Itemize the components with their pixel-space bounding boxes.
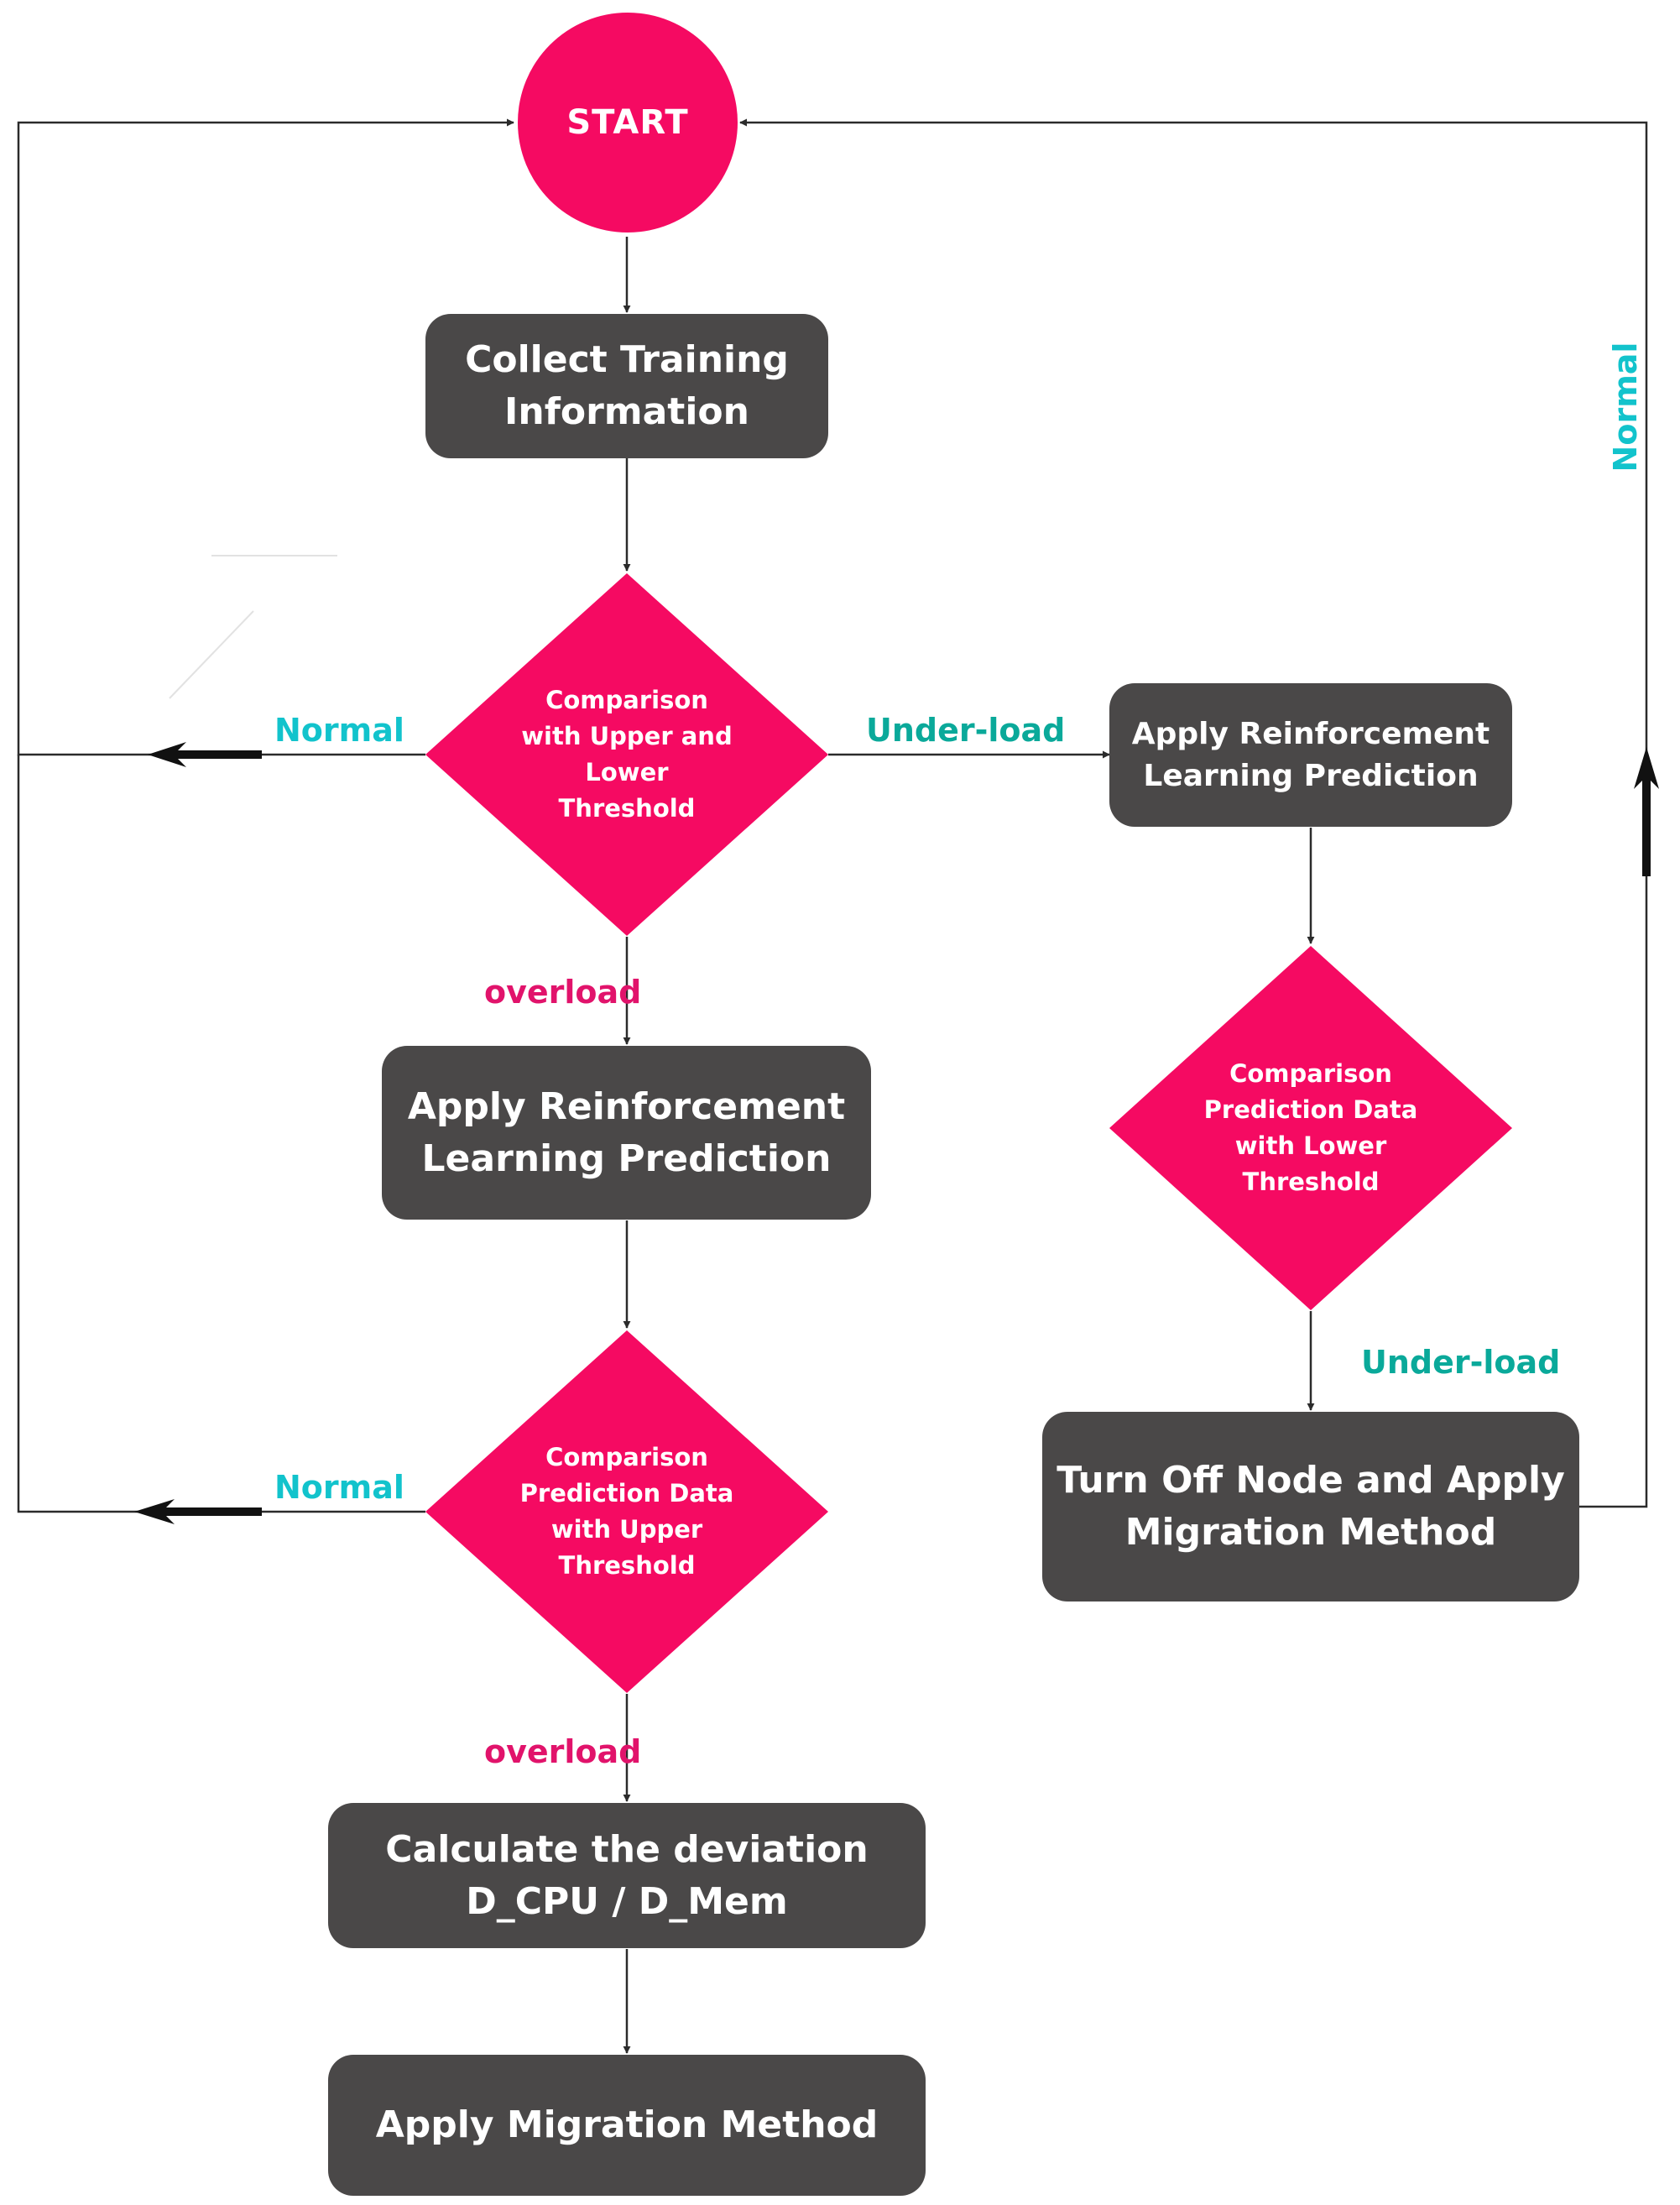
apply-rl-prediction-box-left: Apply Reinforcement Learning Prediction xyxy=(382,1046,871,1220)
edge-label-normal-return: Normal xyxy=(1607,342,1644,473)
decision-upper-label: Comparison Prediction Data with Upper Th… xyxy=(519,1443,734,1580)
bold-left-arrow-icon xyxy=(148,742,262,767)
bold-up-arrow-icon xyxy=(1634,747,1659,876)
edge-label-overload-second: overload xyxy=(484,1733,642,1770)
decision-threshold-label: Comparison with Upper and Lower Threshol… xyxy=(521,686,733,823)
scan-artifact xyxy=(169,555,337,699)
turn-off-node-box: Turn Off Node and Apply Migration Method xyxy=(1042,1412,1579,1601)
apply-rl-prediction-box-right: Apply Reinforcement Learning Prediction xyxy=(1109,683,1512,827)
decision-diamond-threshold xyxy=(425,573,828,936)
apply-migration-method-box: Apply Migration Method xyxy=(328,2055,926,2196)
collect-training-info-box: Collect Training Information xyxy=(425,314,828,458)
edge-label-underload-second: Under-load xyxy=(1361,1344,1561,1381)
edge-label-normal-second: Normal xyxy=(274,1469,404,1506)
edge-label-normal-first: Normal xyxy=(274,712,404,749)
start-node: START xyxy=(518,13,738,233)
decision-diamond-lower xyxy=(1109,946,1512,1310)
decision-diamond-upper xyxy=(425,1330,828,1693)
edge-label-overload-first: overload xyxy=(484,974,642,1011)
decision-lower-label: Comparison Prediction Data with Lower Th… xyxy=(1203,1059,1418,1196)
connector-normal-loop-second xyxy=(17,755,425,1513)
edge-label-underload-first: Under-load xyxy=(866,712,1066,749)
bold-left-arrow-icon xyxy=(134,1499,262,1524)
calculate-deviation-box: Calculate the deviation D_CPU / D_Mem xyxy=(328,1803,926,1948)
